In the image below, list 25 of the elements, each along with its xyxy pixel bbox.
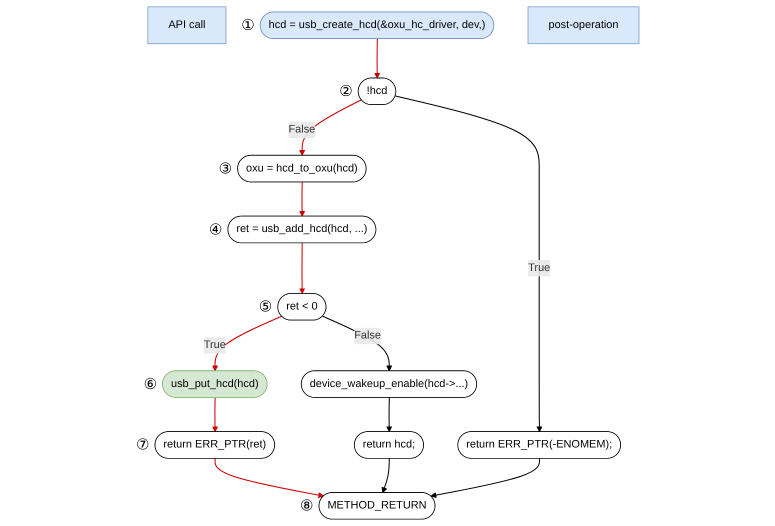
arrow (299, 182, 306, 217)
step-number: ② (339, 82, 353, 100)
arrow (212, 398, 218, 432)
edge-label: False (354, 330, 381, 342)
arrow (395, 95, 542, 432)
arrow (382, 458, 390, 494)
step-number: ⑧ (300, 496, 314, 515)
step-number: ④ (208, 220, 222, 238)
step-number: ① (241, 16, 255, 34)
node-box: post-operation (528, 6, 640, 44)
arrow (212, 316, 282, 372)
arrow (299, 243, 306, 294)
edge-label: False (288, 124, 316, 136)
edge-label: True (204, 339, 226, 351)
arrow (214, 458, 324, 498)
step-number: ⑤ (258, 298, 272, 316)
arrow (322, 316, 392, 372)
edge-label: True (528, 262, 550, 274)
step-number: ⑥ (144, 374, 158, 393)
arrow (430, 458, 540, 498)
step-number: ③ (218, 159, 232, 178)
node-box: API call (148, 6, 226, 44)
arrow (374, 38, 380, 79)
step-number: ⑦ (136, 436, 150, 454)
arrow (386, 398, 392, 432)
